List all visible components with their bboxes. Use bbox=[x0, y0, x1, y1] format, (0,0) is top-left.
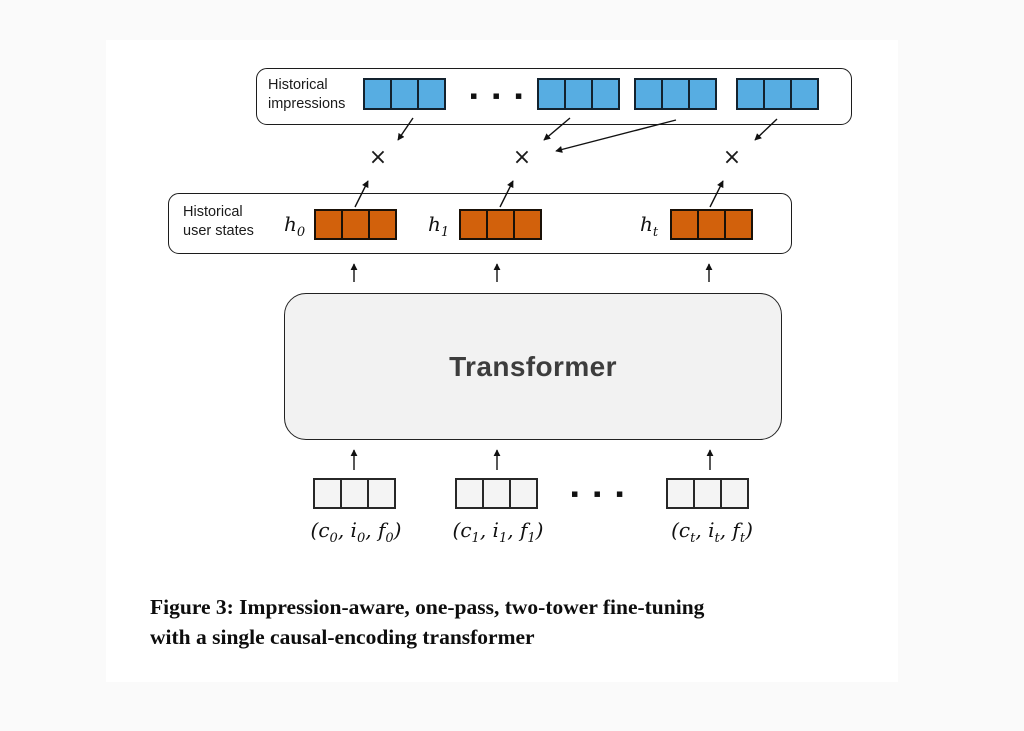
impression-embedding-group-3 bbox=[634, 78, 717, 110]
historical-user-states-label-line2: user states bbox=[183, 223, 254, 239]
caption-line-2: with a single causal-encoding transforme… bbox=[150, 625, 535, 649]
figure-caption: Figure 3: Impression-aware, one-pass, tw… bbox=[150, 592, 830, 652]
dot-product-symbol-1: × bbox=[368, 145, 388, 170]
embedding-cell bbox=[417, 78, 446, 110]
embedding-cell bbox=[634, 78, 663, 110]
input-tuple-label-2: (c1, i1, f1) bbox=[452, 518, 544, 546]
input-token-group-2 bbox=[455, 478, 538, 509]
dot-product-symbol-2: × bbox=[512, 145, 532, 170]
embedding-cell bbox=[368, 209, 397, 240]
arrow-impression-to-product-2 bbox=[543, 117, 571, 141]
embedding-cell bbox=[697, 209, 726, 240]
input-token-group-1 bbox=[313, 478, 396, 509]
embedding-cell bbox=[509, 478, 538, 509]
user-state-label-ht: ht bbox=[640, 212, 659, 240]
input-token-group-3 bbox=[666, 478, 749, 509]
arrow-impression-to-product-1 bbox=[397, 117, 414, 141]
embedding-cell bbox=[486, 209, 515, 240]
inputs-ellipsis: ▪▪▪ bbox=[571, 487, 639, 500]
user-state-embedding-group-2 bbox=[459, 209, 542, 240]
impressions-ellipsis: ▪▪▪ bbox=[470, 89, 538, 102]
input-tuple-label-1: (c0, i0, f0) bbox=[310, 518, 402, 546]
embedding-cell bbox=[390, 78, 419, 110]
embedding-cell bbox=[367, 478, 396, 509]
embedding-cell bbox=[482, 478, 511, 509]
embedding-cell bbox=[720, 478, 749, 509]
historical-user-states-label-line1: Historical bbox=[183, 204, 243, 220]
historical-impressions-label-line2: impressions bbox=[268, 96, 346, 112]
arrow-userstate-to-product-1 bbox=[354, 180, 369, 208]
embedding-cell bbox=[736, 78, 765, 110]
arrow-impression-to-product-2-long bbox=[555, 119, 677, 153]
historical-user-states-label: Historical user states bbox=[183, 203, 254, 241]
historical-impressions-label-line1: Historical bbox=[268, 77, 328, 93]
embedding-cell bbox=[661, 78, 690, 110]
user-state-embedding-group-1 bbox=[314, 209, 397, 240]
embedding-cell bbox=[513, 209, 542, 240]
embedding-cell bbox=[688, 78, 717, 110]
impression-embedding-group-4 bbox=[736, 78, 819, 110]
historical-impressions-label: Historical impressions bbox=[268, 76, 345, 114]
transformer-label: Transformer bbox=[449, 350, 617, 382]
transformer-box: Transformer bbox=[284, 293, 782, 440]
user-state-embedding-group-3 bbox=[670, 209, 753, 240]
arrow-impression-to-product-3 bbox=[754, 118, 778, 141]
arrow-userstate-to-product-3 bbox=[709, 180, 724, 208]
embedding-cell bbox=[790, 78, 819, 110]
embedding-cell bbox=[724, 209, 753, 240]
input-tuple-label-3: (ct, it, ft) bbox=[671, 518, 753, 546]
user-state-label-h0: h0 bbox=[284, 212, 306, 240]
dot-product-symbol-3: × bbox=[722, 145, 742, 170]
embedding-cell bbox=[363, 78, 392, 110]
impression-embedding-group-1 bbox=[363, 78, 446, 110]
arrow-userstate-to-product-2 bbox=[499, 180, 514, 208]
user-state-label-h1: h1 bbox=[428, 212, 450, 240]
caption-line-1: Figure 3: Impression-aware, one-pass, tw… bbox=[150, 595, 705, 619]
impression-embedding-group-2 bbox=[537, 78, 620, 110]
embedding-cell bbox=[591, 78, 620, 110]
embedding-cell bbox=[693, 478, 722, 509]
